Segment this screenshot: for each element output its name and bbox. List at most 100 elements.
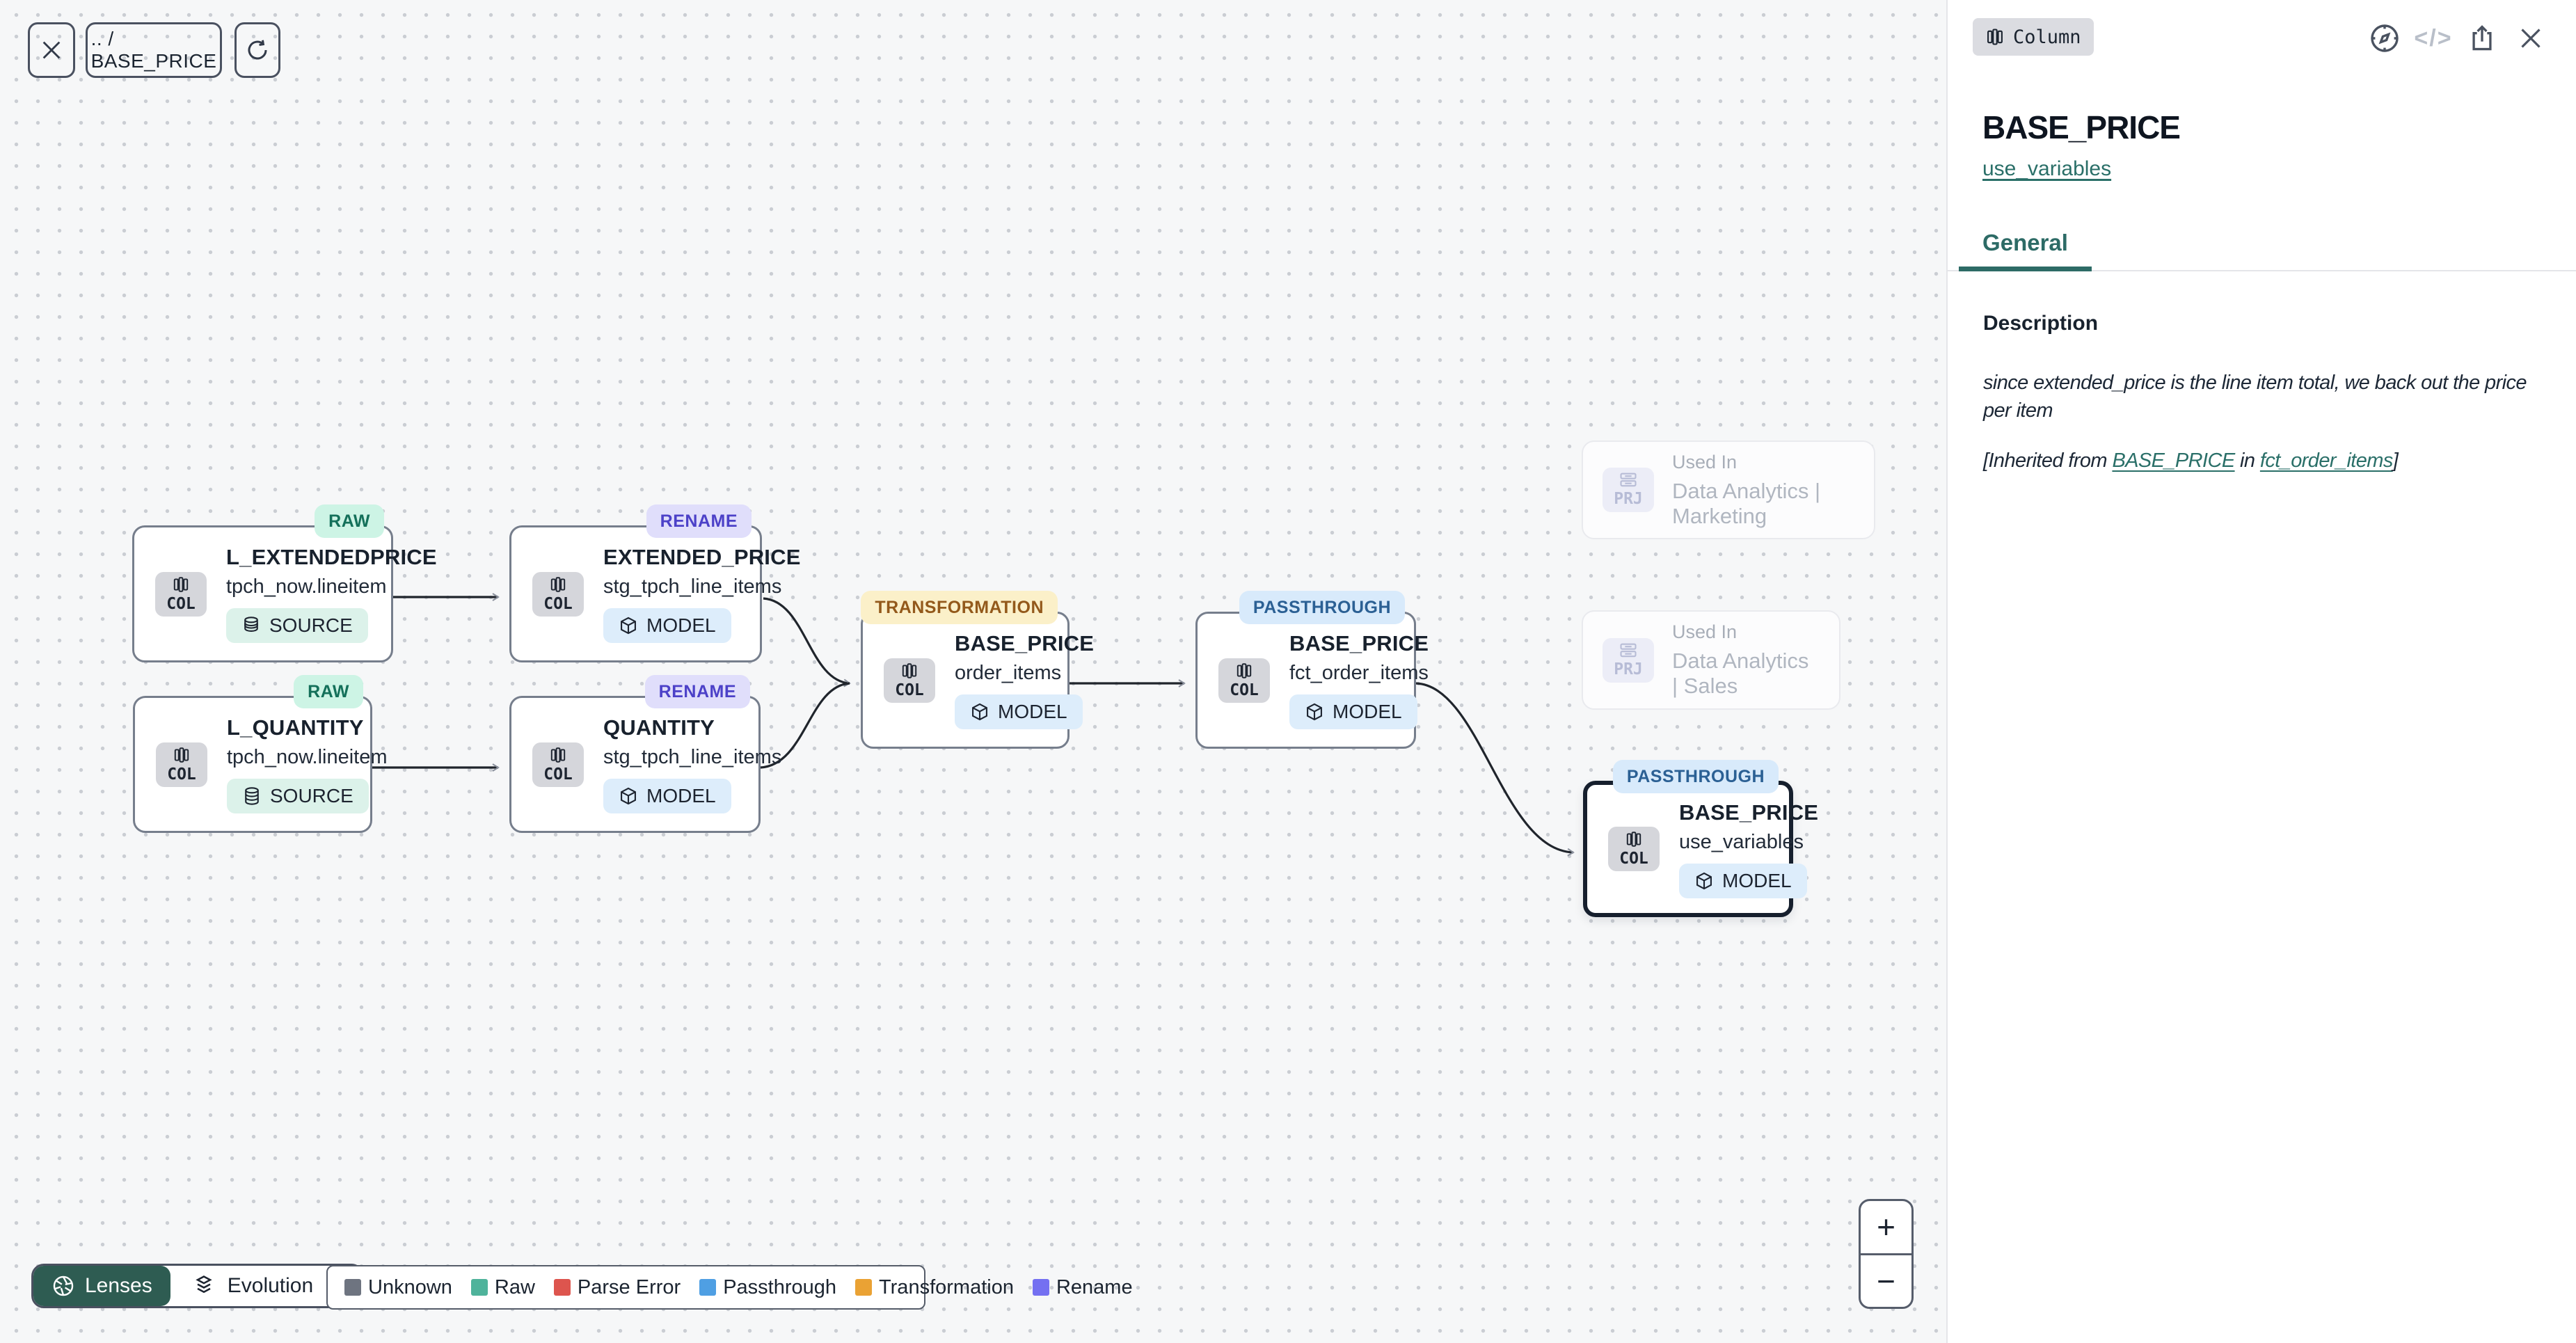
share-button[interactable]: [2465, 21, 2499, 56]
used-in-card-marketing[interactable]: PRJ Used In Data Analytics | Marketing: [1582, 440, 1875, 539]
node-title: EXTENDED_PRICE: [603, 545, 801, 569]
database-icon: [244, 617, 258, 632]
node-subtitle: fct_order_items: [1289, 662, 1429, 684]
entity-type-badge: Column: [1973, 18, 2094, 56]
model-cube-icon: [621, 787, 636, 805]
source-chip: SOURCE: [226, 608, 368, 643]
tab-general[interactable]: General: [1959, 230, 2092, 271]
used-in-name: Data Analytics | Marketing: [1672, 478, 1821, 528]
view-code-button[interactable]: </>: [2414, 21, 2453, 56]
node-subtitle: tpch_now.lineitem: [226, 575, 387, 598]
selected-lens-label: Evolution: [227, 1274, 314, 1297]
column-kind-badge: COL: [156, 742, 207, 787]
used-in-label: Used In: [1672, 621, 1738, 642]
refresh-button[interactable]: [234, 22, 280, 78]
node-l-extendedprice[interactable]: RAW COL L_EXTENDEDPRICE tpch_now.lineite…: [132, 504, 437, 662]
explore-lineage-button[interactable]: [2367, 21, 2402, 56]
lens-tag-raw: RAW: [315, 504, 384, 538]
legend-swatch: [699, 1279, 717, 1296]
layers-icon: [196, 1276, 212, 1294]
used-in-label: Used In: [1672, 451, 1738, 472]
inherited-note: [Inherited from BASE_PRICE in fct_order_…: [1983, 450, 2399, 472]
columns-icon: [1987, 29, 2003, 45]
model-link[interactable]: use_variables: [1982, 157, 2112, 180]
close-icon: [42, 41, 61, 59]
model-cube-icon: [972, 703, 987, 721]
lenses-button[interactable]: Lenses: [33, 1266, 170, 1306]
lens-selector[interactable]: Evolution: [170, 1266, 362, 1306]
node-l-quantity[interactable]: RAW COL L_QUANTITY tpch_now.lineitem SOU…: [133, 675, 388, 833]
node-subtitle: tpch_now.lineitem: [227, 746, 388, 768]
zoom-in-button[interactable]: +: [1861, 1201, 1911, 1255]
model-cube-icon: [621, 617, 636, 635]
lens-tag-rename: RENAME: [644, 675, 750, 708]
compass-icon: [2371, 24, 2399, 52]
columns-icon: [1626, 832, 1641, 847]
node-base-price-use-variables[interactable]: PASSTHROUGH COL BASE_PRICE use_variables…: [1583, 760, 1818, 917]
model-cube-icon: [1696, 872, 1712, 889]
lens-tag-transformation: TRANSFORMATION: [861, 591, 1058, 624]
zoom-control: + −: [1859, 1199, 1914, 1309]
aperture-icon: [53, 1276, 74, 1296]
node-title: QUANTITY: [603, 715, 715, 740]
node-subtitle: use_variables: [1679, 830, 1804, 853]
used-in-card-sales[interactable]: PRJ Used In Data Analytics | Sales: [1582, 610, 1840, 710]
columns-icon: [1237, 662, 1252, 678]
panel-tabs: General: [1948, 230, 2576, 271]
model-chip: MODEL: [1679, 863, 1807, 898]
node-title: L_EXTENDEDPRICE: [226, 545, 437, 569]
detail-panel: Column </> BASE_PRICE use_variables Gene…: [1946, 0, 2576, 1343]
columns-icon: [550, 747, 566, 763]
source-chip: SOURCE: [227, 779, 369, 813]
column-kind-badge: COL: [155, 571, 207, 617]
database-icon: [245, 787, 259, 805]
node-base-price-fct-order-items[interactable]: PASSTHROUGH COL BASE_PRICE fct_order_ite…: [1195, 591, 1429, 749]
column-kind-badge: COL: [1218, 658, 1270, 703]
close-graph-button[interactable]: [28, 22, 75, 78]
columns-icon: [902, 662, 917, 678]
node-quantity[interactable]: RENAME COL QUANTITY stg_tpch_line_items …: [509, 675, 781, 833]
legend-item: Rename: [1032, 1276, 1133, 1299]
node-base-price-order-items[interactable]: TRANSFORMATION COL BASE_PRICE order_item…: [861, 591, 1094, 749]
legend-swatch: [855, 1279, 873, 1296]
lens-tag-raw: RAW: [294, 675, 363, 708]
legend-item: Passthrough: [699, 1276, 836, 1299]
zoom-out-button[interactable]: −: [1877, 1262, 1895, 1299]
breadcrumb[interactable]: .. / BASE_PRICE: [86, 22, 222, 78]
model-cube-icon: [1307, 703, 1322, 721]
inherited-column-link[interactable]: BASE_PRICE: [2112, 450, 2235, 472]
columns-icon: [550, 576, 566, 592]
node-subtitle: stg_tpch_line_items: [603, 746, 782, 768]
lens-tag-passthrough: PASSTHROUGH: [1239, 591, 1405, 624]
legend-swatch: [553, 1279, 571, 1296]
node-title: BASE_PRICE: [1289, 631, 1429, 655]
used-in-name: Data Analytics | Sales: [1672, 649, 1809, 698]
column-kind-badge: COL: [532, 742, 584, 787]
panel-title: BASE_PRICE: [1982, 109, 2181, 145]
lenses-control: Lenses Evolution: [31, 1264, 365, 1308]
column-kind-badge: COL: [884, 658, 935, 703]
model-chip: MODEL: [1289, 694, 1417, 729]
node-extended-price[interactable]: RENAME COL EXTENDED_PRICE stg_tpch_line_…: [509, 504, 800, 662]
project-icon: [1620, 472, 1637, 487]
close-panel-button[interactable]: [2513, 21, 2548, 56]
column-kind-badge: COL: [1608, 827, 1660, 871]
legend-swatch: [470, 1279, 488, 1296]
description-text: since extended_price is the line item to…: [1983, 372, 2527, 422]
code-icon: </>: [2414, 24, 2453, 51]
node-title: BASE_PRICE: [1679, 800, 1819, 825]
breadcrumb-label: .. / BASE_PRICE: [90, 28, 217, 72]
legend-item: Transformation: [855, 1276, 1014, 1299]
lens-legend: Unknown Raw Parse Error Passthrough Tran…: [326, 1265, 1133, 1310]
inherited-model-link[interactable]: fct_order_items: [2259, 450, 2393, 472]
column-kind-badge: COL: [532, 571, 584, 617]
lens-tag-passthrough: PASSTHROUGH: [1612, 760, 1779, 793]
legend-swatch: [1032, 1279, 1049, 1296]
node-subtitle: order_items: [955, 662, 1062, 684]
legend-item: Raw: [470, 1276, 535, 1299]
refresh-icon: [248, 40, 267, 60]
general-section: Description since extended_price is the …: [1948, 271, 2576, 472]
columns-icon: [174, 747, 189, 763]
model-chip: MODEL: [603, 779, 731, 813]
legend-swatch: [344, 1279, 361, 1296]
